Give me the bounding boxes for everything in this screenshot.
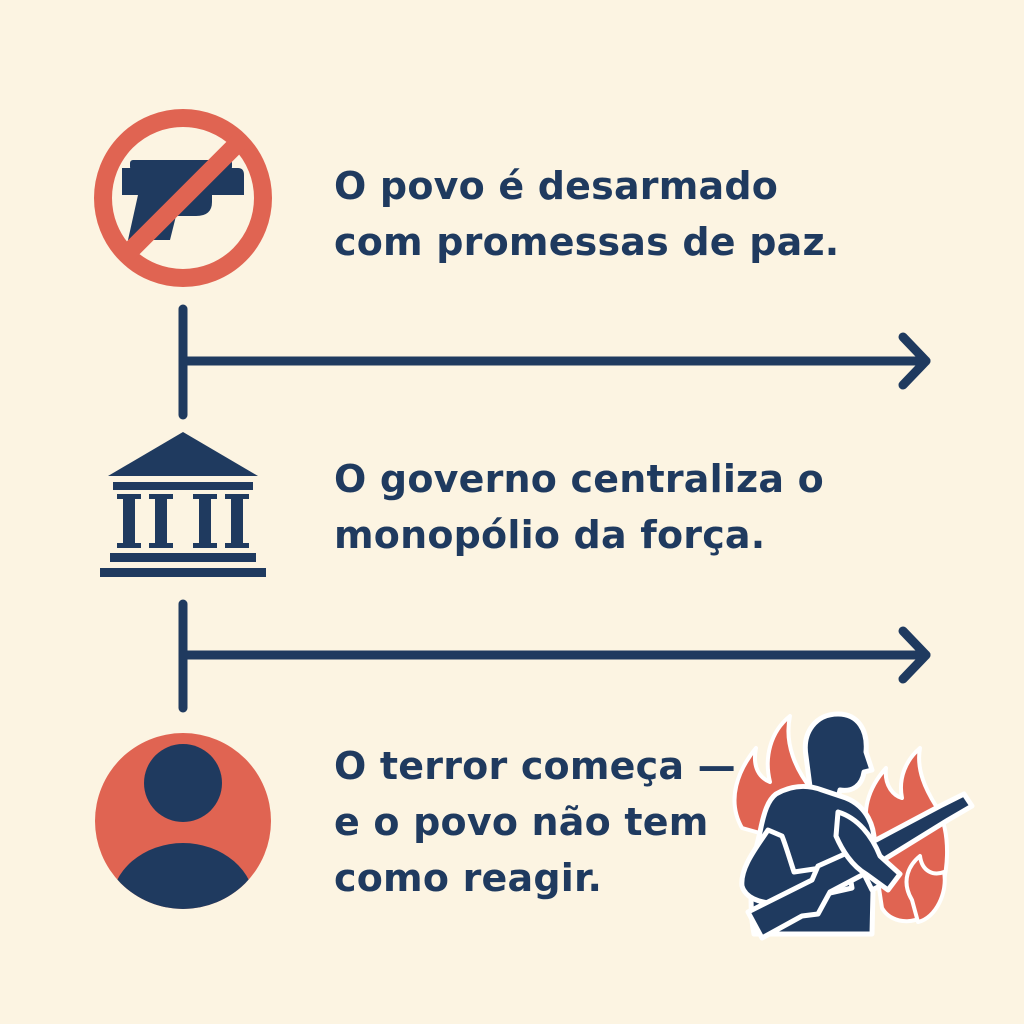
step-3-text: O terror começa — e o povo não tem como … — [334, 738, 736, 906]
step-1-line-1: O povo é desarmado — [334, 164, 779, 208]
step-3-line-3: como reagir. — [334, 856, 603, 900]
step-1-text: O povo é desarmado com promessas de paz. — [334, 158, 839, 270]
step-2-text: O governo centraliza o monopólio da forç… — [334, 451, 824, 563]
no-gun-icon — [94, 109, 272, 287]
person-icon — [95, 733, 271, 909]
government-building-icon — [100, 432, 266, 577]
step-3-line-2: e o povo não tem — [334, 800, 709, 844]
connector-2 — [178, 599, 931, 713]
step-2-line-1: O governo centraliza o — [334, 457, 824, 501]
step-2-line-2: monopólio da força. — [334, 513, 766, 557]
step-1-line-2: com promessas de paz. — [334, 220, 840, 264]
connector-1 — [178, 304, 931, 420]
armed-man-with-flames-icon — [732, 711, 975, 941]
step-3-line-1: O terror começa — — [334, 744, 736, 788]
